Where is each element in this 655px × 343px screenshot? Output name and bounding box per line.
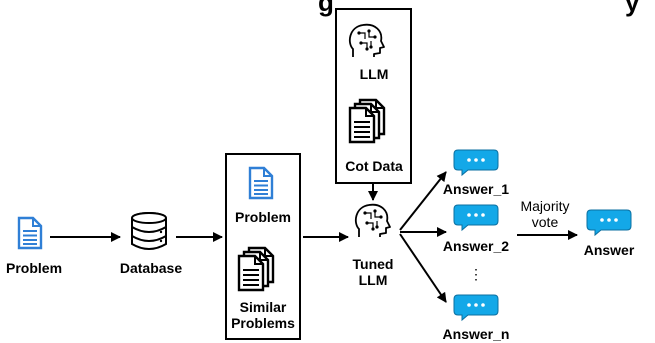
documents-stack-icon (237, 246, 275, 292)
answer-n-label: Answer_n (442, 326, 510, 342)
document-icon (248, 166, 274, 200)
database-icon (131, 212, 167, 250)
problem-input-label: Problem (6, 260, 63, 276)
document-icon (17, 216, 43, 250)
final-answer-label: Answer (583, 242, 635, 258)
arrow-to-answer-n (399, 233, 447, 303)
arrow-to-answer-1 (399, 171, 447, 231)
retrieved-problems-box (225, 153, 301, 340)
answer-1-label: Answer_1 (442, 181, 510, 197)
chat-bubble-icon (586, 209, 632, 236)
documents-stack-icon (348, 98, 386, 144)
brain-head-icon (354, 203, 391, 238)
brain-head-icon (348, 23, 385, 58)
ellipsis-label: ⋮ (469, 266, 483, 282)
title-fragment-right: y (625, 0, 640, 17)
similar-problems-label: Similar Problems (231, 299, 295, 331)
llm-label: LLM (359, 66, 389, 82)
retrieved-problem-label: Problem (234, 209, 291, 225)
chat-bubble-icon (453, 294, 499, 321)
majority-vote-label: Majority vote (520, 198, 570, 230)
chat-bubble-icon (453, 149, 499, 176)
title-fragment-left: g (318, 0, 334, 17)
chat-bubble-icon (453, 204, 499, 231)
cot-data-label: Cot Data (345, 158, 403, 174)
answer-2-label: Answer_2 (442, 238, 510, 254)
tuned-llm-label: Tuned LLM (352, 256, 394, 288)
llm-cot-box (335, 8, 412, 184)
database-label: Database (119, 260, 183, 276)
